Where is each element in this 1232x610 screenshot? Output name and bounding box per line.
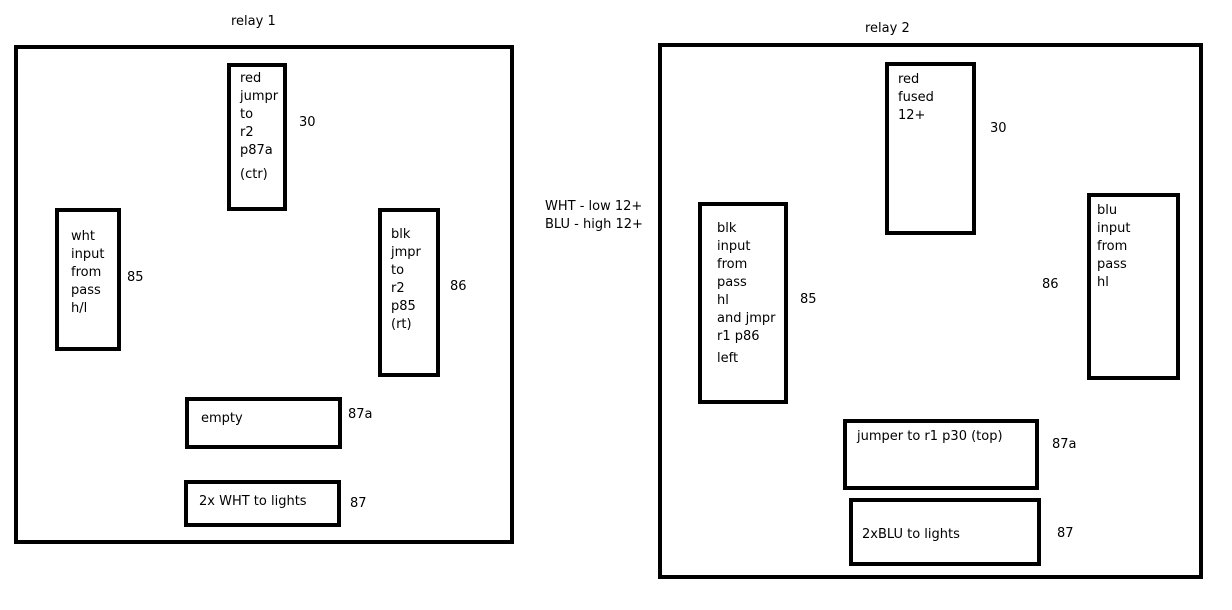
relay-1-pin-85-number: 85 [127, 270, 144, 285]
relay-2-pin-87-number: 87 [1057, 526, 1074, 541]
relay-1-pin-87-number: 87 [350, 496, 367, 511]
relay-2-pin-87a-number: 87a [1052, 437, 1077, 452]
relay-2-pin-85-label: blk input from pass hl and jmpr r1 p86 l… [717, 221, 776, 366]
legend-line-blu: BLU - high 12+ [545, 217, 643, 232]
relay-2-pin-85-number: 85 [800, 292, 817, 307]
relay-2-pin-87a-box [843, 419, 1039, 490]
wire-color-legend: WHT - low 12+ BLU - high 12+ [545, 198, 643, 234]
relay-1-pin-30-label: red jumpr to r2 p87a (ctr) [240, 71, 279, 182]
relay-1-pin-87a-label: empty [201, 411, 243, 426]
relay-1-pin-85-label: wht input from pass h/l [71, 229, 105, 316]
relay-1-pin-85-box [55, 208, 121, 351]
relay-1-pin-87a-box [185, 397, 342, 449]
relay-2-pin-30-number: 30 [990, 121, 1007, 136]
relay-1-title: relay 1 [231, 14, 276, 29]
relay-2-pin-87-label: 2xBLU to lights [862, 527, 960, 542]
relay-2-pin-30-box [885, 62, 976, 235]
relay-2-pin-87a-label: jumper to r1 p30 (top) [857, 429, 1003, 444]
relay-2-pin-86-box [1087, 193, 1180, 380]
relay-2-title: relay 2 [865, 21, 910, 36]
relay-1-pin-87-box [184, 480, 341, 527]
relay-2-pin-87-box [849, 498, 1041, 566]
relay-1-pin-87-label: 2x WHT to lights [199, 494, 307, 509]
relay-2-pin-85-box [698, 202, 788, 404]
relay-1-pin-86-label: blk jmpr to r2 p85 (rt) [391, 227, 421, 332]
relay-1-pin-86-number: 86 [450, 279, 467, 294]
relay-2-pin-30-label: red fused 12+ [898, 72, 934, 123]
relay-2-outline [658, 43, 1203, 579]
relay-1-pin-86-box [378, 208, 440, 377]
relay-1-pin-30-number: 30 [299, 115, 316, 130]
legend-line-wht: WHT - low 12+ [545, 199, 643, 214]
relay-1-outline [14, 45, 514, 544]
relay-1-pin-30-box [227, 63, 287, 211]
relay-2-pin-86-number: 86 [1042, 277, 1059, 292]
relay-2-pin-86-label: blu input from pass hl [1097, 203, 1131, 290]
relay-1-pin-87a-number: 87a [348, 407, 373, 422]
